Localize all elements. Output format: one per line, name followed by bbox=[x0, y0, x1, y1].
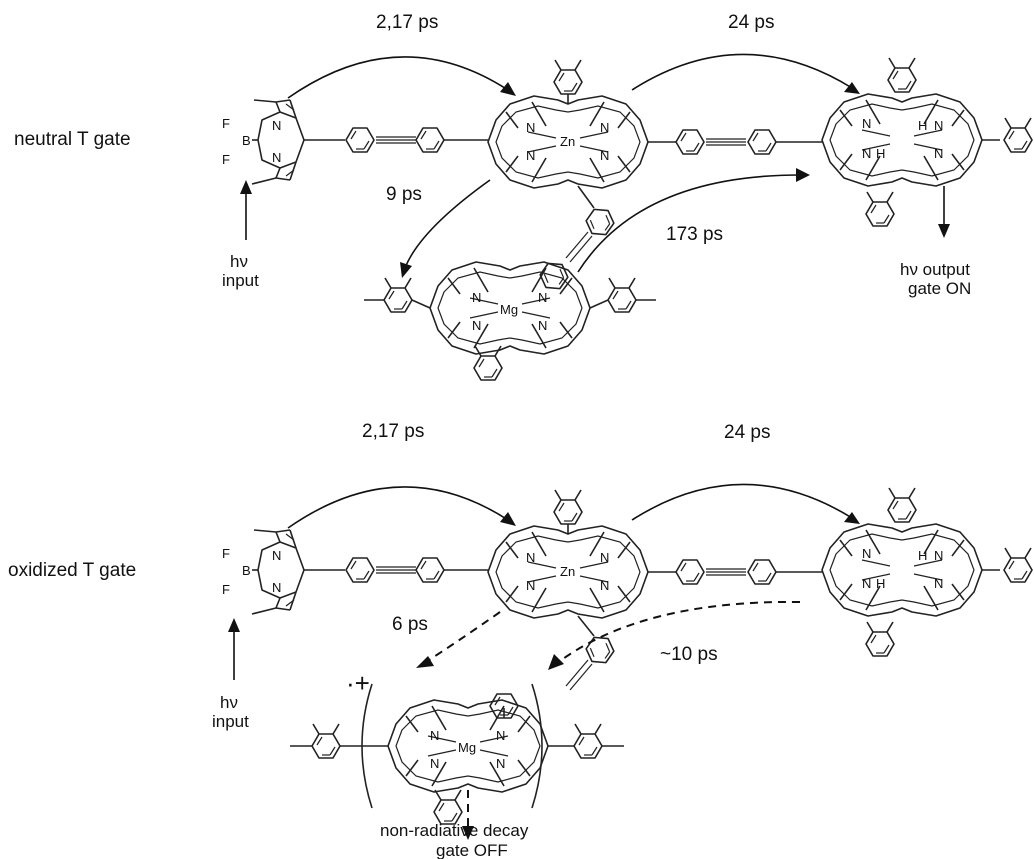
bottom-panel: oxidized T gate N N B F F Zn N N N N bbox=[8, 421, 1032, 859]
transfer-arrow-bodipy-zn bbox=[288, 487, 508, 528]
atom-n: N bbox=[600, 148, 609, 163]
atom-n: N bbox=[862, 576, 871, 591]
transfer-arrow-zn-fb bbox=[632, 484, 852, 520]
atom-h: H bbox=[876, 146, 885, 161]
rate-label: 6 ps bbox=[392, 614, 428, 635]
free-base-porphyrin-bottom: N H N N H N bbox=[822, 524, 982, 616]
atom-h: H bbox=[918, 548, 927, 563]
bodipy-bottom: N N B F F bbox=[222, 530, 304, 614]
output-label: gate ON bbox=[908, 279, 971, 298]
atom-n: N bbox=[526, 578, 535, 593]
input-label: input bbox=[212, 712, 249, 731]
atom-b: B bbox=[242, 563, 251, 578]
output-label: non-radiative decay bbox=[380, 821, 529, 840]
rate-label: 24 ps bbox=[728, 12, 774, 33]
rate-label: ~10 ps bbox=[660, 644, 718, 665]
radical-cation-label: ·+ bbox=[346, 668, 370, 698]
atom-zn: Zn bbox=[560, 134, 575, 149]
atom-n: N bbox=[600, 120, 609, 135]
atom-mg: Mg bbox=[458, 740, 476, 755]
transfer-arrow-zn-fb bbox=[632, 54, 852, 90]
rate-label: 2,17 ps bbox=[362, 421, 424, 442]
atom-zn: Zn bbox=[560, 564, 575, 579]
output-label: gate OFF bbox=[436, 841, 508, 859]
atom-n: N bbox=[862, 116, 871, 131]
atom-b: B bbox=[242, 133, 251, 148]
input-label: hν bbox=[230, 252, 248, 271]
rate-label: 9 ps bbox=[386, 184, 422, 205]
rate-label: 173 ps bbox=[666, 224, 723, 245]
atom-n: N bbox=[526, 120, 535, 135]
atom-mg: Mg bbox=[500, 302, 518, 317]
state-label-neutral: neutral T gate bbox=[14, 129, 131, 150]
free-base-porphyrin-top: N H N N H N bbox=[822, 94, 982, 186]
output-label: hν output bbox=[900, 260, 970, 279]
bodipy-top: N N B F F bbox=[222, 100, 304, 184]
transfer-arrow-bodipy-zn bbox=[288, 57, 508, 98]
rate-label: 2,17 ps bbox=[376, 12, 438, 33]
atom-n: N bbox=[934, 118, 943, 133]
top-panel: neutral T gate N N B F F Zn N N N N bbox=[14, 12, 1032, 380]
atom-f: F bbox=[222, 546, 230, 561]
atom-n: N bbox=[600, 578, 609, 593]
atom-h: H bbox=[876, 576, 885, 591]
atom-n: N bbox=[430, 756, 439, 771]
atom-n: N bbox=[526, 148, 535, 163]
atom-h: H bbox=[918, 118, 927, 133]
atom-n: N bbox=[472, 318, 481, 333]
atom-n: N bbox=[496, 756, 505, 771]
atom-n: N bbox=[496, 728, 505, 743]
zn-porphyrin-bottom: Zn N N N N bbox=[488, 526, 648, 618]
atom-n: N bbox=[600, 550, 609, 565]
rate-label: 24 ps bbox=[724, 422, 770, 443]
atom-n: N bbox=[862, 146, 871, 161]
atom-n: N bbox=[272, 548, 281, 563]
atom-n: N bbox=[526, 550, 535, 565]
atom-n: N bbox=[430, 728, 439, 743]
atom-n: N bbox=[934, 548, 943, 563]
atom-n: N bbox=[538, 290, 547, 305]
atom-n: N bbox=[934, 576, 943, 591]
transfer-arrow-zn-mg bbox=[426, 612, 500, 662]
mg-porphyrin-bottom: Mg N N N N bbox=[388, 700, 548, 792]
atom-f: F bbox=[222, 582, 230, 597]
atom-n: N bbox=[272, 580, 281, 595]
atom-f: F bbox=[222, 152, 230, 167]
input-label: hν bbox=[220, 693, 238, 712]
atom-n: N bbox=[272, 150, 281, 165]
mg-porphyrin-top: Mg N N N N bbox=[430, 262, 590, 354]
zn-porphyrin-top: Zn N N N N bbox=[488, 96, 648, 188]
atom-n: N bbox=[934, 146, 943, 161]
state-label-oxidized: oxidized T gate bbox=[8, 560, 136, 581]
atom-n: N bbox=[272, 118, 281, 133]
input-label: input bbox=[222, 271, 259, 290]
atom-f: F bbox=[222, 116, 230, 131]
atom-n: N bbox=[538, 318, 547, 333]
atom-n: N bbox=[472, 290, 481, 305]
atom-n: N bbox=[862, 546, 871, 561]
